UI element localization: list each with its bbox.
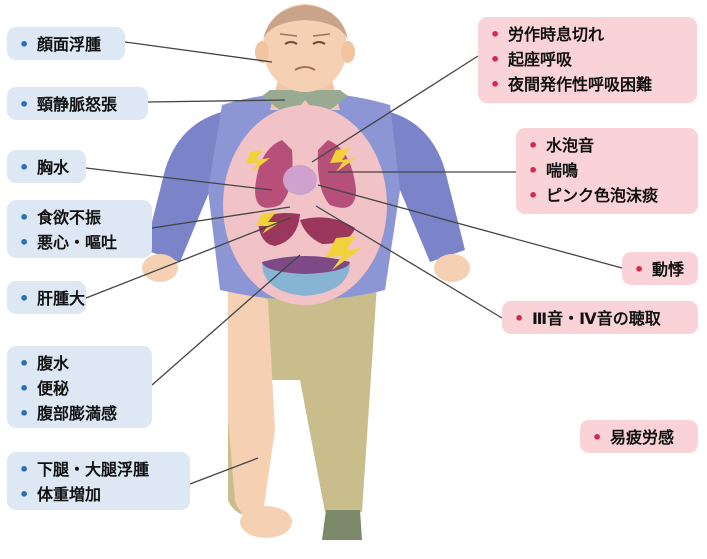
symptom-box-lung: •水泡音 •喘鳴 •ピンク色泡沫痰	[516, 128, 698, 214]
list-item: •夜間発作性呼吸困難	[490, 75, 653, 94]
list-item: •悪心・嘔吐	[19, 233, 118, 252]
symptom-box-neck: •頸静脈怒張	[7, 87, 148, 120]
list-item: •労作時息切れ	[490, 25, 605, 44]
list-item: •頸静脈怒張	[19, 95, 118, 114]
symptom-box-palpitation: •動悸	[622, 252, 698, 285]
list-item: •食欲不振	[19, 208, 102, 227]
symptom-box-legs: •下腿・大腿浮腫 •体重増加	[7, 452, 190, 510]
symptom-box-gi: •食欲不振 •悪心・嘔吐	[7, 200, 152, 258]
list-item: •下腿・大腿浮腫	[19, 460, 150, 479]
list-item: •肝腫大	[19, 289, 86, 308]
list-item: •便秘	[19, 379, 70, 398]
symptom-box-dyspnea: •労作時息切れ •起座呼吸 •夜間発作性呼吸困難	[478, 17, 697, 103]
symptom-box-liver: •肝腫大	[7, 281, 86, 314]
list-item: •体重増加	[19, 485, 102, 504]
list-item: •起座呼吸	[490, 50, 573, 69]
arms	[142, 110, 470, 282]
head	[255, 4, 355, 92]
symptom-box-abdomen: •腹水 •便秘 •腹部膨満感	[7, 346, 152, 428]
symptom-box-heart-sound: •Ⅲ音・Ⅳ音の聴取	[502, 301, 698, 334]
list-item: •Ⅲ音・Ⅳ音の聴取	[514, 309, 661, 328]
list-item: •顔面浮腫	[19, 35, 102, 54]
symptom-box-chest: •胸水	[7, 150, 86, 183]
list-item: •胸水	[19, 158, 70, 177]
symptom-box-face: •顔面浮腫	[7, 27, 125, 60]
list-item: •腹水	[19, 354, 70, 373]
symptom-box-fatigue: •易疲労感	[580, 420, 698, 453]
list-item: •易疲労感	[592, 428, 675, 447]
legs	[228, 270, 378, 540]
list-item: •ピンク色泡沫痰	[528, 186, 659, 205]
organ-cutaway	[223, 105, 387, 305]
list-item: •動悸	[634, 260, 685, 279]
list-item: •水泡音	[528, 136, 595, 155]
list-item: •腹部膨満感	[19, 404, 118, 423]
connector-lines	[85, 41, 623, 485]
list-item: •喘鳴	[528, 161, 579, 180]
